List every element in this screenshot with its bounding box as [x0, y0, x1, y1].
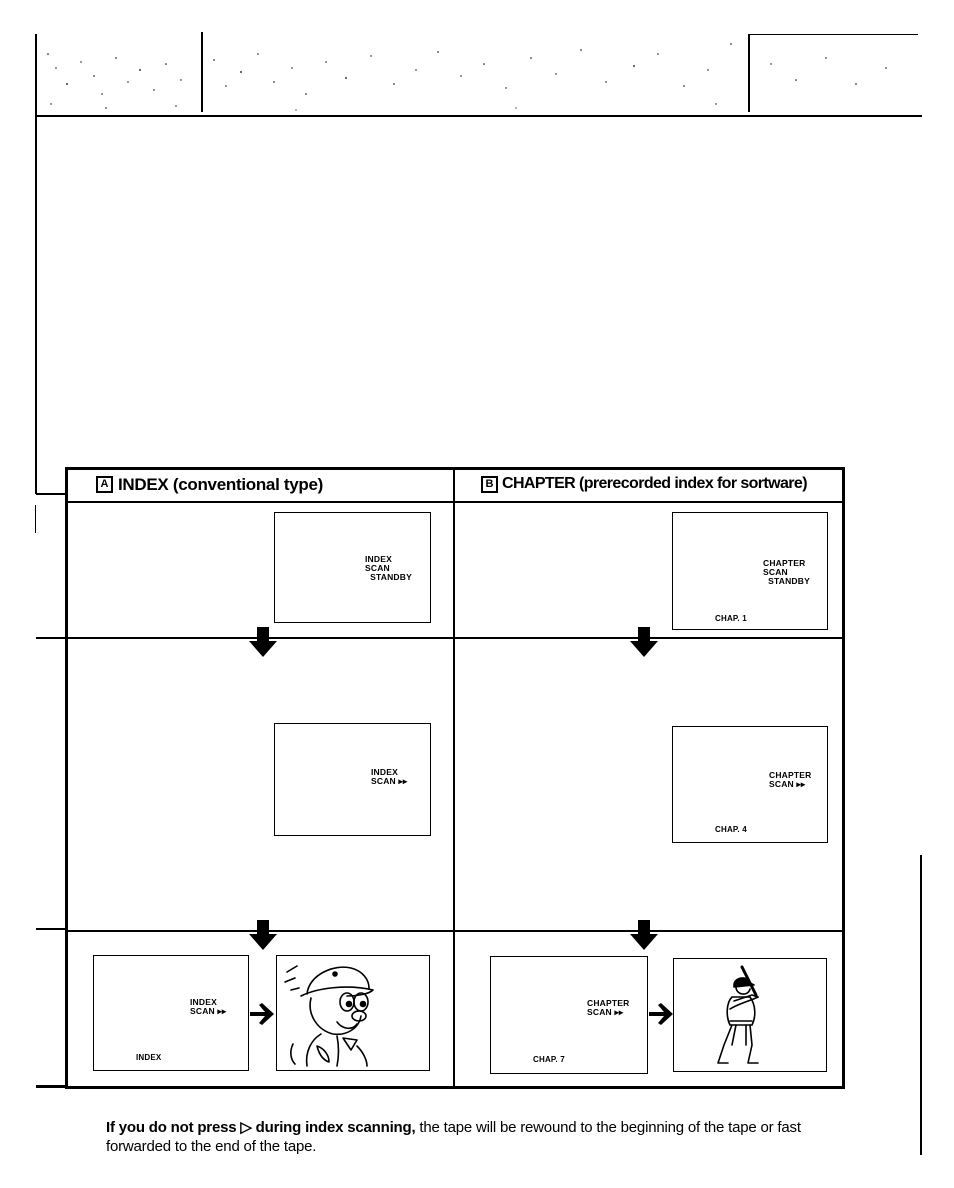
column-b-title: CHAPTER (prerecorded index for sortware): [502, 475, 808, 492]
chapter-found-screen: CHAPTER SCAN ▸▸ CHAP. 7: [490, 956, 648, 1074]
chapter-playback-screen: [673, 958, 827, 1072]
arrow-right-a: [250, 1003, 274, 1025]
index-found-screen: INDEX SCAN ▸▸ INDEX: [93, 955, 249, 1071]
index-chapter-diagram: A INDEX (conventional type) B CHAPTER (p…: [65, 467, 845, 1089]
caption-rest: the tape will be rewound to the beginnin…: [106, 1119, 801, 1155]
left-margin-line: [35, 34, 37, 494]
index-found-osd: INDEX SCAN ▸▸: [190, 997, 227, 1016]
caption-bold-lead: If you do not press ▷ during index scann…: [106, 1119, 416, 1136]
row-stub-bottom: [36, 1085, 66, 1088]
row-separator-1: [68, 637, 842, 639]
baseball-batter-icon: [717, 965, 759, 1064]
chapter-standby-osd: CHAPTER SCAN STANDBY: [763, 558, 810, 586]
row-stub-3: [36, 928, 66, 930]
chapter-scan-screen: CHAPTER SCAN ▸▸ CHAP. 4: [672, 726, 828, 843]
chapter-found-osd: CHAPTER SCAN ▸▸: [587, 998, 630, 1017]
label-a-box: A: [96, 476, 113, 493]
chapter-standby-screen: CHAPTER SCAN STANDBY CHAP. 1: [672, 512, 828, 630]
index-playback-screen: [276, 955, 430, 1071]
arrow-down-b2: [630, 920, 658, 950]
arrow-down-a1: [249, 627, 277, 657]
index-scan-screen: INDEX SCAN ▸▸: [274, 723, 431, 836]
index-standby-screen: INDEX SCAN STANDBY: [274, 512, 431, 623]
header-scan-band: [36, 24, 922, 118]
diagram-header-row: A INDEX (conventional type) B CHAPTER (p…: [68, 470, 842, 503]
row-separator-2: [68, 930, 842, 932]
index-scan-osd: INDEX SCAN ▸▸: [371, 767, 408, 786]
arrow-right-b: [649, 1003, 673, 1025]
row-stub-2: [36, 637, 66, 639]
left-margin-tick: [35, 505, 36, 533]
scanning-caption: If you do not press ▷ during index scann…: [106, 1118, 846, 1156]
arrow-down-a2: [249, 920, 277, 950]
chapter-standby-bottom-label: CHAP. 1: [715, 614, 747, 623]
chapter-scan-bottom-label: CHAP. 4: [715, 825, 747, 834]
label-b-box: B: [481, 476, 498, 493]
chapter-found-bottom-label: CHAP. 7: [533, 1055, 565, 1064]
index-standby-osd: INDEX SCAN STANDBY: [365, 554, 412, 582]
right-margin-line: [920, 855, 922, 1155]
index-found-bottom-label: INDEX: [136, 1053, 162, 1062]
row-stub-1: [36, 493, 66, 495]
column-divider: [453, 470, 455, 1086]
scan-noise-dots: [47, 43, 887, 111]
arrow-down-b1: [630, 627, 658, 657]
column-a-title: INDEX (conventional type): [118, 475, 324, 494]
cartoon-character-icon: [284, 965, 374, 1067]
chapter-scan-osd: CHAPTER SCAN ▸▸: [769, 770, 812, 789]
